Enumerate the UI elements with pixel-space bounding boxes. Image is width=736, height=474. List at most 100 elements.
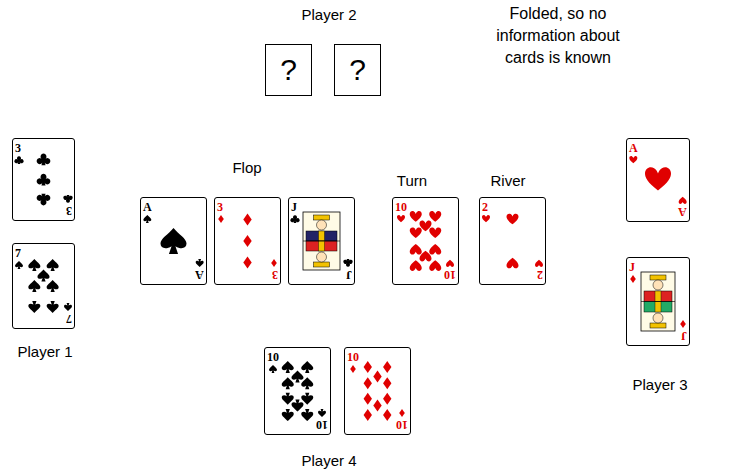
card-rank: 10: [267, 351, 279, 363]
suit-pip: [38, 270, 50, 282]
suit-pip: [37, 194, 51, 206]
card-rank: 10: [347, 351, 359, 363]
card-rank: 10: [396, 419, 408, 431]
card-rank: A: [143, 201, 152, 213]
card-face: [215, 198, 280, 284]
card-rank: A: [678, 206, 687, 218]
suit-pip: [629, 156, 637, 163]
card-rank: J: [681, 330, 687, 342]
suit-pip: [364, 393, 372, 405]
card-face: [627, 258, 689, 345]
card-rank: 10: [395, 201, 407, 213]
suit-pip: [282, 361, 294, 373]
card-face: [289, 198, 354, 284]
suit-pip: [37, 174, 51, 186]
suit-pip: [364, 409, 372, 421]
suit-pip: [28, 280, 40, 292]
suit-pip: [429, 260, 441, 271]
hidden-card: ?: [334, 44, 381, 96]
card-rank: 3: [15, 142, 21, 154]
suit-pip: [645, 167, 671, 190]
suit-pip: [343, 259, 352, 267]
playing-card: JJ: [288, 197, 355, 285]
suit-pip: [373, 400, 381, 412]
note-text: Folded, so no information about cards is…: [492, 3, 624, 69]
suit-pip: [269, 365, 277, 373]
card-rank: J: [346, 269, 352, 281]
question-mark: ?: [280, 55, 297, 85]
suit-pip: [383, 377, 391, 389]
suit-pip: [364, 361, 372, 373]
player-label: Player 3: [632, 376, 687, 394]
suit-pip: [282, 393, 294, 405]
suit-pip: [282, 377, 294, 389]
playing-card: AA: [140, 197, 207, 285]
card-rank: A: [195, 269, 204, 281]
suit-pip: [243, 214, 251, 226]
suit-pip: [15, 261, 23, 269]
suit-pip: [364, 377, 372, 389]
suit-pip: [37, 154, 51, 166]
playing-card: JJ: [626, 257, 690, 346]
card-rank: 3: [272, 269, 278, 281]
suit-pip: [218, 215, 224, 223]
suit-pip: [410, 260, 422, 271]
playing-card: AA: [626, 138, 690, 222]
player-label: Turn: [397, 172, 427, 190]
suit-pip: [446, 260, 454, 267]
jack-figure: [303, 212, 340, 270]
playing-card: 33: [214, 197, 281, 285]
card-face: [13, 244, 74, 328]
card-rank: 7: [15, 247, 21, 259]
suit-pip: [482, 215, 490, 222]
suit-pip: [373, 370, 381, 382]
question-mark: ?: [349, 55, 366, 85]
suit-pip: [301, 393, 313, 405]
suit-pip: [28, 301, 40, 313]
suit-pip: [399, 409, 405, 417]
suit-pip: [63, 195, 72, 203]
playing-card: 10 10: [344, 347, 411, 435]
suit-pip: [143, 215, 151, 223]
suit-pip: [680, 320, 686, 328]
suit-pip: [47, 280, 59, 292]
player-label: Player 1: [17, 343, 72, 361]
suit-pip: [28, 259, 40, 271]
suit-pip: [243, 235, 251, 247]
card-rank: J: [629, 261, 635, 273]
suit-pip: [14, 156, 23, 164]
player-label: Player 4: [301, 452, 356, 470]
card-rank: 10: [316, 419, 328, 431]
playing-card: 22: [479, 197, 546, 285]
suit-pip: [292, 370, 304, 382]
suit-pip: [47, 259, 59, 271]
jack-figure: [641, 272, 675, 331]
playing-card: 10 10: [264, 347, 331, 435]
suit-pip: [535, 260, 543, 267]
suit-pip: [410, 244, 422, 255]
suit-pip: [290, 215, 299, 223]
suit-pip: [292, 400, 304, 412]
suit-pip: [429, 211, 441, 222]
card-rank: 2: [537, 269, 543, 281]
suit-pip: [420, 251, 432, 262]
suit-pip: [64, 303, 72, 311]
suit-pip: [410, 211, 422, 222]
suit-pip: [161, 228, 187, 254]
card-rank: 3: [66, 205, 72, 217]
suit-pip: [301, 409, 313, 421]
suit-pip: [350, 365, 356, 373]
suit-pip: [47, 301, 59, 313]
card-rank: 10: [444, 269, 456, 281]
suit-pip: [383, 393, 391, 405]
suit-pip: [243, 257, 251, 269]
suit-pip: [397, 215, 405, 222]
suit-pip: [679, 197, 687, 204]
card-rank: J: [291, 201, 297, 213]
playing-card: 77: [12, 243, 75, 329]
suit-pip: [507, 214, 519, 225]
card-rank: A: [629, 142, 638, 154]
suit-pip: [410, 227, 422, 238]
suit-pip: [383, 361, 391, 373]
suit-pip: [429, 227, 441, 238]
